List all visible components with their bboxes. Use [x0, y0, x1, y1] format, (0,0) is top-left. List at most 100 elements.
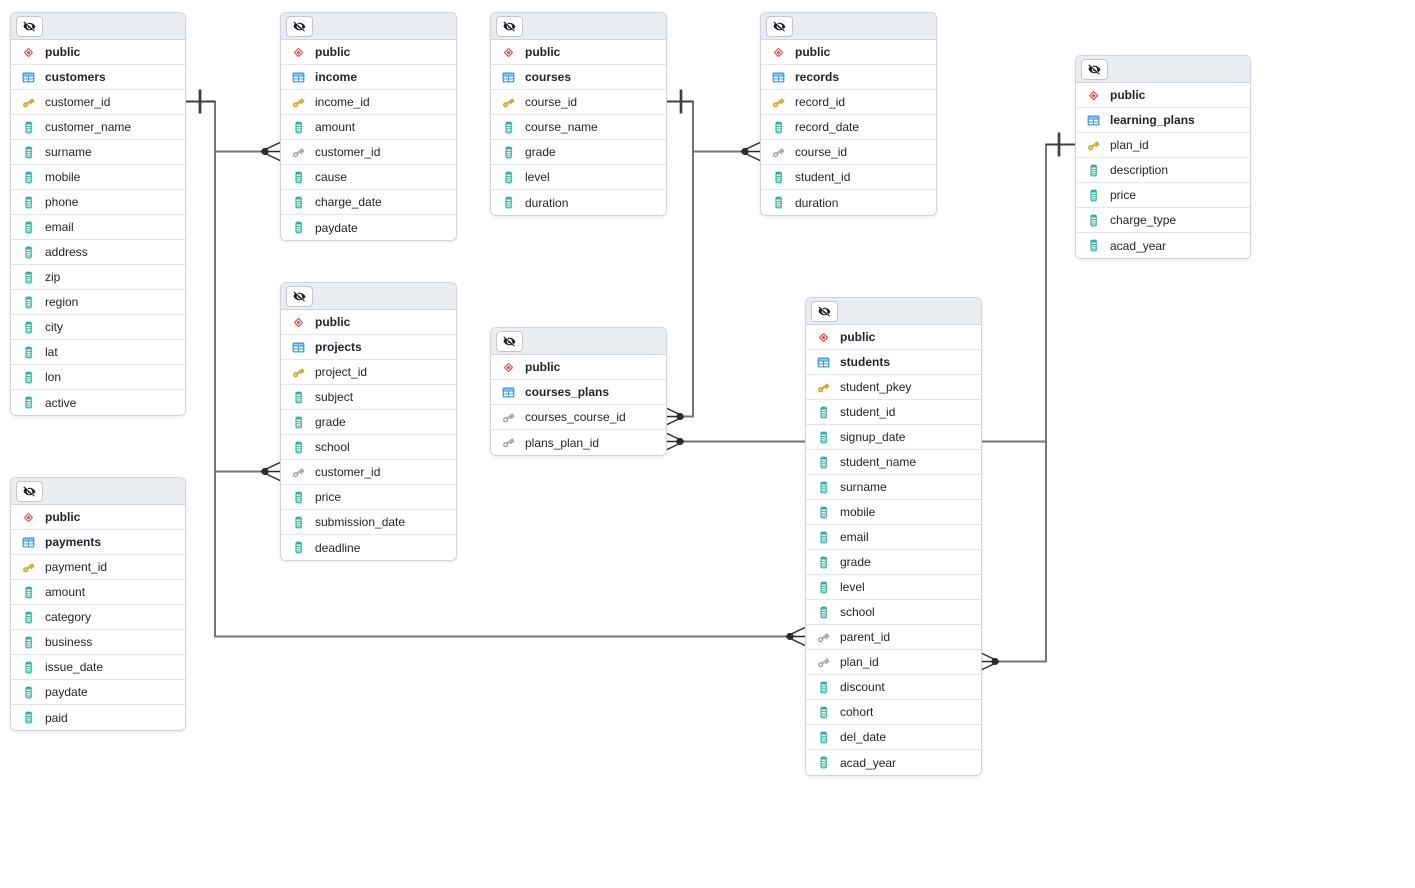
foreign-key-icon [501, 435, 516, 450]
table-name-row: income [281, 65, 456, 90]
hide-table-button[interactable] [16, 15, 43, 37]
table-name: income [315, 70, 358, 84]
column-name: price [1110, 188, 1137, 202]
column-name: customer_id [315, 145, 381, 159]
table-header[interactable] [491, 13, 666, 40]
hide-table-button[interactable] [16, 480, 43, 502]
hide-table-button[interactable] [286, 15, 313, 37]
primary-key-icon [501, 95, 516, 110]
schema-name: public [315, 315, 351, 329]
column-icon [501, 145, 516, 160]
column-name: student_id [840, 405, 896, 419]
primary-key-icon [291, 95, 306, 110]
relationship-learning_plans-students [979, 132, 1075, 672]
table-header[interactable] [11, 13, 185, 40]
schema-name: public [1110, 88, 1146, 102]
column-name: business [45, 635, 93, 649]
table-name-row: customers [11, 65, 185, 90]
schema-diamond-icon [771, 45, 786, 60]
schema-row: public [1076, 83, 1250, 108]
hide-table-button[interactable] [286, 285, 313, 307]
table-header[interactable] [806, 298, 981, 325]
column-row: paydate [11, 680, 185, 705]
hide-table-button[interactable] [496, 15, 523, 37]
column-row: region [11, 290, 185, 315]
column-row: student_name [806, 450, 981, 475]
table-name-row: records [761, 65, 936, 90]
table-header[interactable] [281, 13, 456, 40]
column-row: level [491, 165, 666, 190]
primary-key-icon [21, 95, 36, 110]
column-name: discount [840, 680, 885, 694]
table-header[interactable] [11, 478, 185, 505]
column-icon [21, 395, 36, 410]
column-icon [1086, 163, 1101, 178]
schema-diamond-icon [21, 510, 36, 525]
schema-diamond-icon [501, 45, 516, 60]
column-name: email [840, 530, 869, 544]
column-icon [21, 220, 36, 235]
column-icon [291, 515, 306, 530]
column-row: cohort [806, 700, 981, 725]
many-cardinality-dot [261, 467, 269, 476]
many-cardinality-dot [786, 632, 794, 641]
hide-table-button[interactable] [496, 330, 523, 352]
foreign-key-icon [816, 630, 831, 645]
column-name: customer_id [45, 95, 111, 109]
column-name: level [525, 170, 550, 184]
column-row: course_id [491, 90, 666, 115]
table-header[interactable] [491, 328, 666, 355]
column-icon [816, 680, 831, 695]
schema-diamond-icon [21, 45, 36, 60]
many-cardinality-dot [261, 147, 269, 156]
column-name: paydate [45, 685, 88, 699]
primary-key-icon [1086, 138, 1101, 153]
column-row: acad_year [1076, 233, 1250, 258]
column-name: record_id [795, 95, 846, 109]
column-icon [21, 660, 36, 675]
column-name: duration [795, 195, 839, 210]
column-name: cause [315, 170, 348, 184]
table-header[interactable] [281, 283, 456, 310]
column-row: city [11, 315, 185, 340]
many-cardinality-dot [991, 657, 999, 666]
table-header[interactable] [761, 13, 936, 40]
hide-table-button[interactable] [766, 15, 793, 37]
relationship-courses-records [665, 89, 761, 162]
hide-table-button[interactable] [811, 300, 838, 322]
column-name: level [840, 580, 865, 594]
column-row: lat [11, 340, 185, 365]
column-row: parent_id [806, 625, 981, 650]
column-name: project_id [315, 365, 368, 379]
eye-off-icon [23, 20, 36, 33]
column-row: level [806, 575, 981, 600]
hide-table-button[interactable] [1081, 58, 1108, 80]
table-name-row: learning_plans [1076, 108, 1250, 133]
column-row: payment_id [11, 555, 185, 580]
column-name: email [45, 220, 74, 234]
column-name: surname [840, 480, 887, 494]
column-name: paydate [315, 220, 358, 235]
column-name: student_id [795, 170, 851, 184]
column-icon [21, 635, 36, 650]
column-row: active [11, 390, 185, 415]
column-name: student_name [840, 455, 917, 469]
table-header[interactable] [1076, 56, 1250, 83]
column-name: surname [45, 145, 92, 159]
column-row: amount [11, 580, 185, 605]
primary-key-icon [771, 95, 786, 110]
schema-name: public [525, 45, 561, 59]
eye-off-icon [773, 20, 786, 33]
column-name: plan_id [1110, 138, 1149, 152]
foreign-key-icon [291, 465, 306, 480]
